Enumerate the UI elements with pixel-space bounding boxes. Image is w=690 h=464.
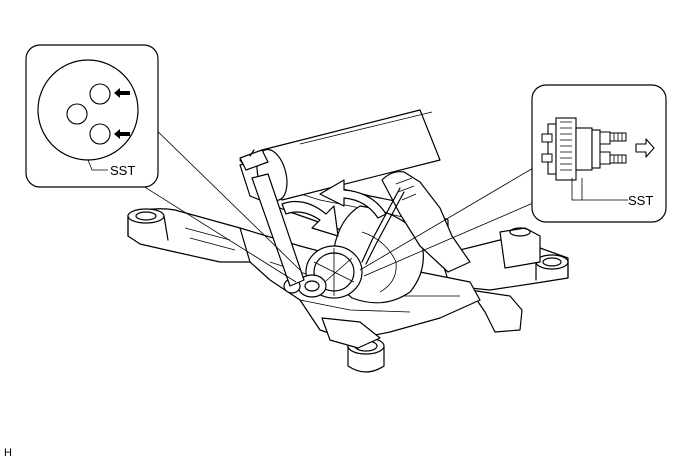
arrow-left-icon <box>114 88 130 98</box>
bolt-hole <box>89 83 111 105</box>
sst-label: SST <box>628 193 653 208</box>
bolt-hole <box>66 103 88 125</box>
breaker-bar <box>239 109 441 287</box>
bolt-hole <box>89 123 111 145</box>
arrow-left-icon <box>114 129 130 139</box>
leader-lines <box>107 121 541 283</box>
suspension-member <box>127 151 569 373</box>
flange-face <box>37 59 139 161</box>
sst-label: SST <box>110 163 135 178</box>
corner-mark: H <box>4 447 12 459</box>
hand-holding-tool <box>361 171 471 273</box>
rotation-arrow-counterclockwise-icon <box>319 179 387 219</box>
arrow-right-icon <box>635 138 655 158</box>
rotation-arrow-clockwise-icon <box>281 201 339 237</box>
callout-left: SST <box>25 44 159 188</box>
sst-puller <box>541 117 627 181</box>
callout-right: SST <box>531 84 667 223</box>
